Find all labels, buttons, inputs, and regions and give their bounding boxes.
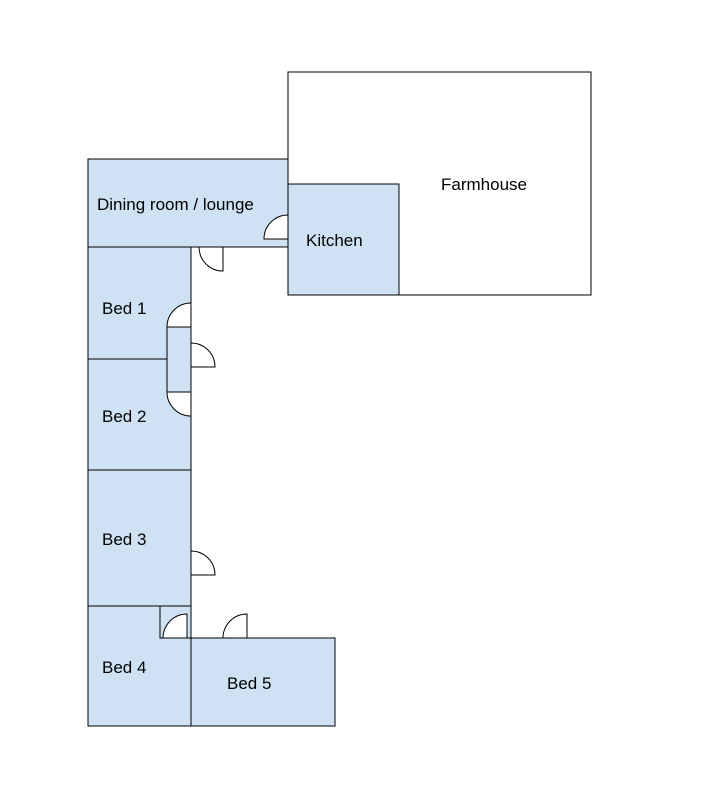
bed5-room	[190, 637, 336, 727]
bed1-label: Bed 1	[102, 299, 146, 318]
farmhouse-label: Farmhouse	[441, 175, 527, 194]
door-dining-kitchen	[263, 214, 289, 240]
door-bed4-closet	[162, 613, 188, 639]
kitchen-room	[287, 183, 400, 296]
bed2-label: Bed 2	[102, 407, 146, 426]
kitchen-label: Kitchen	[306, 231, 363, 250]
bed5-label: Bed 5	[227, 674, 271, 693]
door-bed2-closet	[166, 391, 192, 417]
door-bed1-hall	[190, 342, 216, 368]
door-bed5-hall	[222, 613, 248, 639]
door-bed3-hall	[190, 550, 216, 576]
bed3-label: Bed 3	[102, 530, 146, 549]
closet	[166, 326, 192, 393]
door-dining-hall	[198, 246, 224, 272]
bed3-room	[87, 469, 192, 607]
bed4-label: Bed 4	[102, 658, 146, 677]
dining-label: Dining room / lounge	[97, 195, 254, 214]
dining-room	[87, 158, 289, 248]
door-bed1-closet	[166, 302, 192, 328]
